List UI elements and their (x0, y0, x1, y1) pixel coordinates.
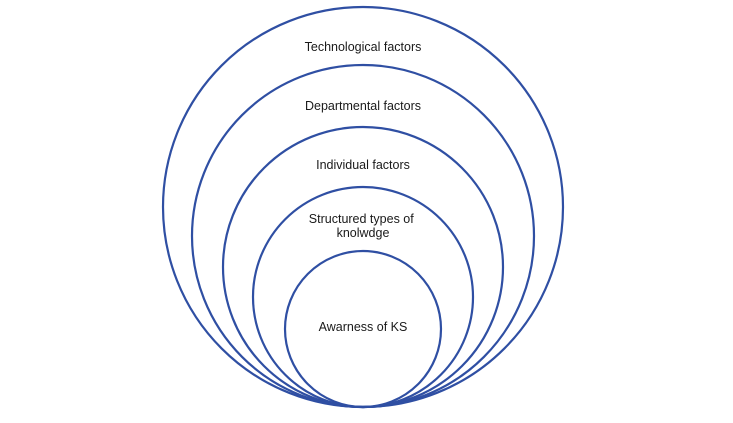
label-departmental: Departmental factors (305, 99, 421, 113)
label-individual-line-1: Individual factors (316, 158, 410, 172)
label-departmental-line-1: Departmental factors (305, 99, 421, 113)
ring-technological: Technological factors (161, 5, 565, 409)
label-awareness-line-1: Awarness of KS (319, 320, 408, 334)
label-awareness: Awarness of KS (319, 320, 408, 334)
ring-individual: Individual factors (221, 125, 505, 409)
label-structured-knowledge: Structured types of knolwdge (309, 212, 417, 240)
label-technological: Technological factors (305, 40, 422, 54)
label-structured-knowledge-line-2: knolwdge (337, 226, 390, 240)
ring-outline-technological (161, 5, 565, 409)
label-technological-line-1: Technological factors (305, 40, 422, 54)
ring-awareness: Awarness of KS (283, 249, 443, 409)
ring-structured-knowledge: Structured types of knolwdge (251, 185, 475, 409)
label-individual: Individual factors (316, 158, 410, 172)
label-structured-knowledge-line-1: Structured types of (309, 212, 414, 226)
ring-outline-awareness (283, 249, 443, 409)
